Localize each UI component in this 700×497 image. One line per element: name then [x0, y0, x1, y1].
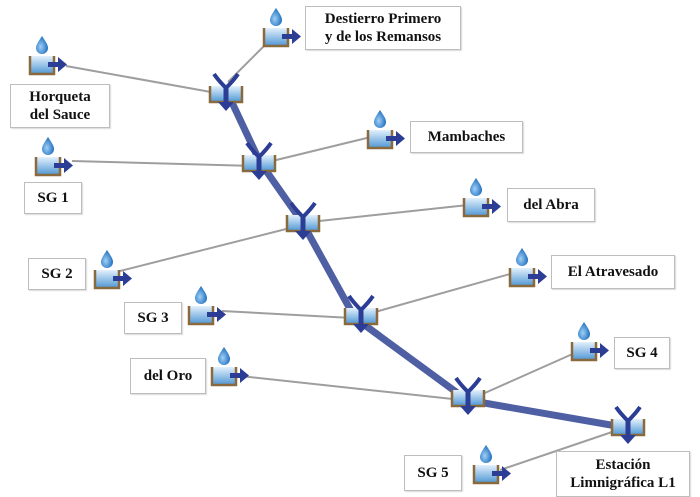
label-sg5: SG 5	[404, 455, 462, 491]
link-el-atravesado	[367, 271, 518, 315]
source-icon-sg5	[472, 443, 513, 485]
source-icon-destierro	[262, 6, 303, 48]
link-horqueta	[65, 65, 223, 95]
link-sg1	[71, 160, 256, 167]
source-icon-el-atravesado	[508, 246, 549, 288]
label-sg2: SG 2	[28, 258, 86, 290]
link-mambaches	[267, 135, 376, 163]
label-el-atravesado: El Atravesado	[551, 255, 675, 289]
source-icon-del-oro	[210, 345, 251, 387]
link-sg3	[221, 310, 353, 319]
label-sg1: SG 1	[24, 182, 82, 214]
label-del-abra: del Abra	[507, 188, 595, 222]
label-sg4: SG 4	[614, 337, 670, 369]
label-del-oro: del Oro	[130, 358, 206, 394]
label-sg3: SG 3	[124, 302, 182, 334]
source-icon-sg1	[34, 135, 75, 177]
label-mambaches: Mambaches	[410, 121, 523, 153]
link-del-oro	[239, 375, 463, 401]
label-estacion: Estación Limnigráfica L1	[556, 451, 690, 497]
junction-icon-outlet	[610, 405, 646, 446]
link-del-abra	[309, 204, 469, 223]
source-icon-del-abra	[462, 176, 503, 218]
source-icon-sg4	[570, 320, 611, 362]
source-icon-horqueta	[28, 34, 69, 76]
label-horqueta: Horqueta del Sauce	[10, 84, 110, 128]
junction-icon-5	[450, 376, 486, 417]
source-icon-mambaches	[366, 108, 407, 150]
link-sg2	[119, 225, 299, 272]
tributary-links	[65, 37, 613, 471]
link-sg4	[477, 351, 578, 397]
label-destierro: Destierro Primero y de los Remansos	[305, 6, 461, 50]
source-icon-sg3	[187, 284, 228, 326]
